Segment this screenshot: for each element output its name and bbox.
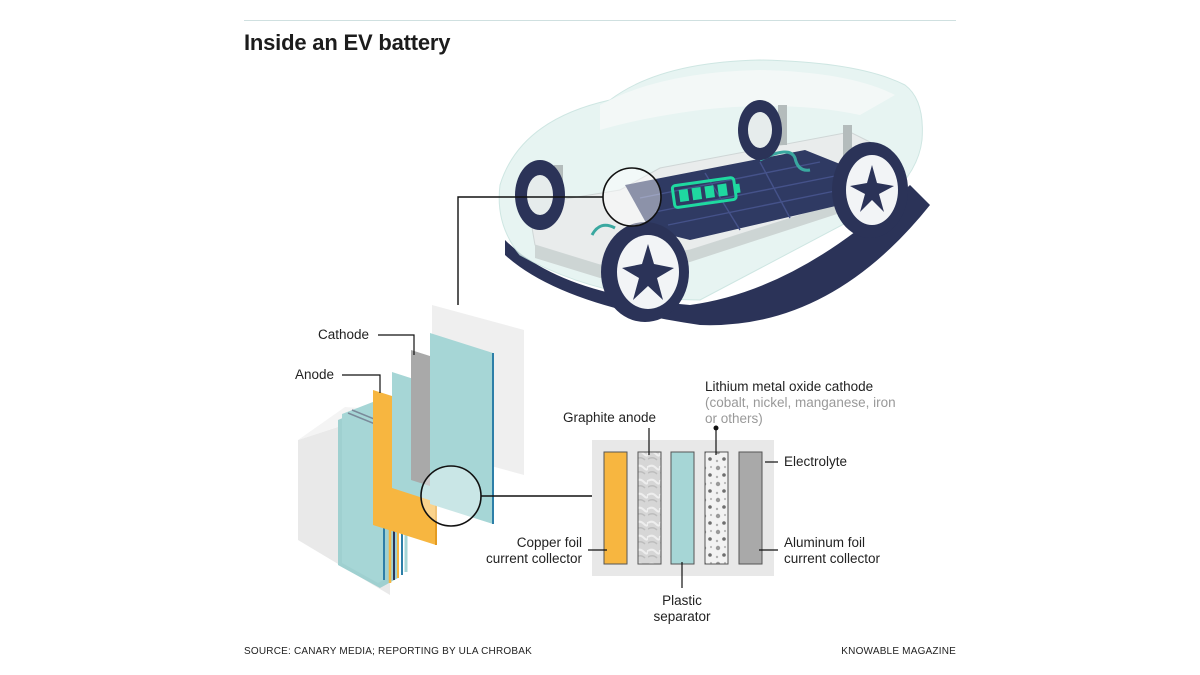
aluminum-foil-label-2: current collector bbox=[784, 551, 881, 566]
wheel-front-near bbox=[601, 222, 689, 322]
copper-foil-label-1: Copper foil bbox=[516, 535, 582, 550]
source-credit: SOURCE: CANARY MEDIA; REPORTING BY ULA C… bbox=[244, 646, 532, 657]
car-window bbox=[600, 70, 895, 130]
battery-icon bbox=[670, 176, 741, 209]
cell-zoom-circle bbox=[420, 465, 482, 527]
wheel-rear-near bbox=[832, 142, 908, 238]
copper-foil-layer bbox=[603, 451, 628, 565]
ev-car-illustration bbox=[498, 59, 930, 326]
separator-label-2: separator bbox=[653, 609, 711, 624]
car-shadow bbox=[505, 185, 930, 326]
lithium-cathode-detail-1: (cobalt, nickel, manganese, iron bbox=[705, 395, 896, 410]
wheel-rear-far bbox=[738, 100, 782, 160]
graphite-anode-label: Graphite anode bbox=[563, 410, 657, 425]
separator-plate-back bbox=[430, 333, 493, 524]
publisher-credit: KNOWABLE MAGAZINE bbox=[841, 646, 956, 657]
lithium-cathode-layer bbox=[704, 451, 729, 565]
battery-cell-illustration bbox=[298, 305, 524, 595]
graphite-anode-layer bbox=[637, 451, 662, 565]
aluminum-foil-layer bbox=[738, 451, 763, 565]
car-to-cell-connector bbox=[457, 196, 603, 305]
cathode-label: Cathode bbox=[318, 327, 370, 342]
aluminum-foil-label-1: Aluminum foil bbox=[784, 535, 866, 550]
electrolyte-label: Electrolyte bbox=[784, 454, 848, 469]
cathode-leader bbox=[378, 334, 415, 355]
anode-leader bbox=[342, 374, 381, 393]
anode-label: Anode bbox=[295, 367, 335, 382]
top-rule bbox=[244, 20, 956, 21]
lithium-cathode-detail-2: or others) bbox=[705, 411, 763, 426]
wheel-front-far bbox=[515, 160, 565, 230]
separator-label-1: Plastic bbox=[662, 593, 702, 608]
lithium-cathode-label: Lithium metal oxide cathode bbox=[705, 379, 874, 394]
copper-foil-label-2: current collector bbox=[485, 551, 582, 566]
cell-layers-panel bbox=[592, 440, 774, 576]
page-title: Inside an EV battery bbox=[244, 30, 451, 55]
plastic-separator-layer bbox=[670, 451, 695, 565]
car-zoom-circle bbox=[602, 167, 662, 227]
